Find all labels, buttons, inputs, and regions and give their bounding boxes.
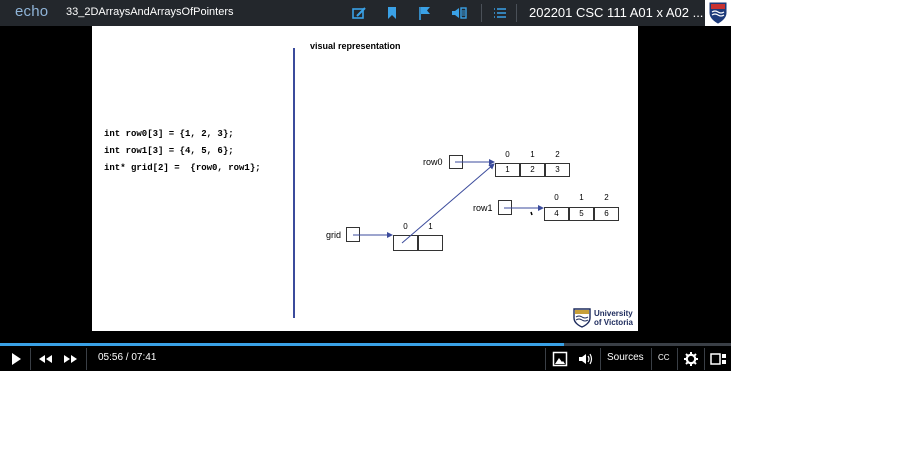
play-icon[interactable]	[9, 351, 23, 367]
course-title[interactable]: 202201 CSC 111 A01 x A02 ...	[529, 5, 704, 20]
video-player: echo 33_2DArraysAndArraysOfPointers 2022…	[0, 0, 731, 371]
volume-panel-icon[interactable]	[451, 5, 467, 21]
row1-cell: 5	[569, 207, 594, 221]
uvic-logo-text: University of Victoria	[594, 309, 633, 327]
pointer-arrows	[353, 159, 544, 244]
rewind-icon[interactable]	[37, 351, 53, 367]
row0-cell: 1	[495, 163, 520, 177]
grid-index: 1	[428, 222, 433, 231]
row1-label: row1	[473, 203, 493, 213]
sources-button[interactable]: Sources	[607, 352, 644, 363]
time-display: 05:56 / 07:41	[98, 352, 157, 363]
progress-fill	[0, 343, 565, 346]
separator	[86, 348, 87, 370]
row0-cell: 2	[520, 163, 545, 177]
separator	[30, 348, 31, 370]
notes-icon[interactable]	[351, 5, 367, 21]
row1-cell: 4	[544, 207, 569, 221]
row0-index: 1	[530, 150, 535, 159]
controls-bar: 05:56 / 07:41 Sources CC	[0, 346, 731, 371]
gear-icon[interactable]	[683, 351, 699, 367]
fast-forward-icon[interactable]	[63, 351, 79, 367]
separator	[600, 348, 601, 370]
volume-icon[interactable]	[578, 351, 595, 367]
row0-cell: 3	[545, 163, 570, 177]
slide-divider	[293, 48, 295, 318]
row1-cell: 6	[594, 207, 619, 221]
picture-icon[interactable]	[552, 351, 568, 367]
row0-label: row0	[423, 157, 443, 167]
grid-cell	[418, 235, 443, 251]
separator	[677, 348, 678, 370]
grid0-arrow	[401, 163, 495, 244]
captions-button[interactable]: CC	[658, 353, 670, 362]
top-bar: echo 33_2DArraysAndArraysOfPointers 2022…	[0, 0, 731, 26]
video-title: 33_2DArraysAndArraysOfPointers	[66, 6, 234, 18]
row1-index: 2	[604, 193, 609, 202]
separator	[481, 4, 482, 22]
progress-bar[interactable]	[0, 343, 731, 346]
separator	[516, 4, 517, 22]
layout-icon[interactable]	[710, 351, 727, 367]
row1-index: 0	[554, 193, 559, 202]
grid-index: 0	[403, 222, 408, 231]
code-line: int* grid[2] = {row0, row1};	[104, 163, 261, 173]
university-crest-icon	[705, 0, 731, 26]
code-line: int row0[3] = {1, 2, 3};	[104, 129, 234, 139]
slide-heading: visual representation	[310, 41, 401, 51]
uvic-logo-icon	[573, 308, 591, 328]
row1-index: 1	[579, 193, 584, 202]
flag-icon[interactable]	[417, 5, 433, 21]
row0-index: 2	[555, 150, 560, 159]
slide: visual representation int row0[3] = {1, …	[92, 26, 638, 331]
separator	[651, 348, 652, 370]
echo-logo[interactable]: echo	[15, 3, 49, 20]
row0-index: 0	[505, 150, 510, 159]
bookmark-icon[interactable]	[384, 5, 400, 21]
code-line: int row1[3] = {4, 5, 6};	[104, 146, 234, 156]
outline-icon[interactable]	[492, 5, 508, 21]
uvic-logo-line: of Victoria	[594, 318, 633, 327]
uvic-logo-line: University	[594, 309, 633, 318]
grid-label: grid	[326, 230, 342, 240]
separator	[545, 348, 546, 370]
grid-cell	[393, 235, 418, 251]
separator	[704, 348, 705, 370]
